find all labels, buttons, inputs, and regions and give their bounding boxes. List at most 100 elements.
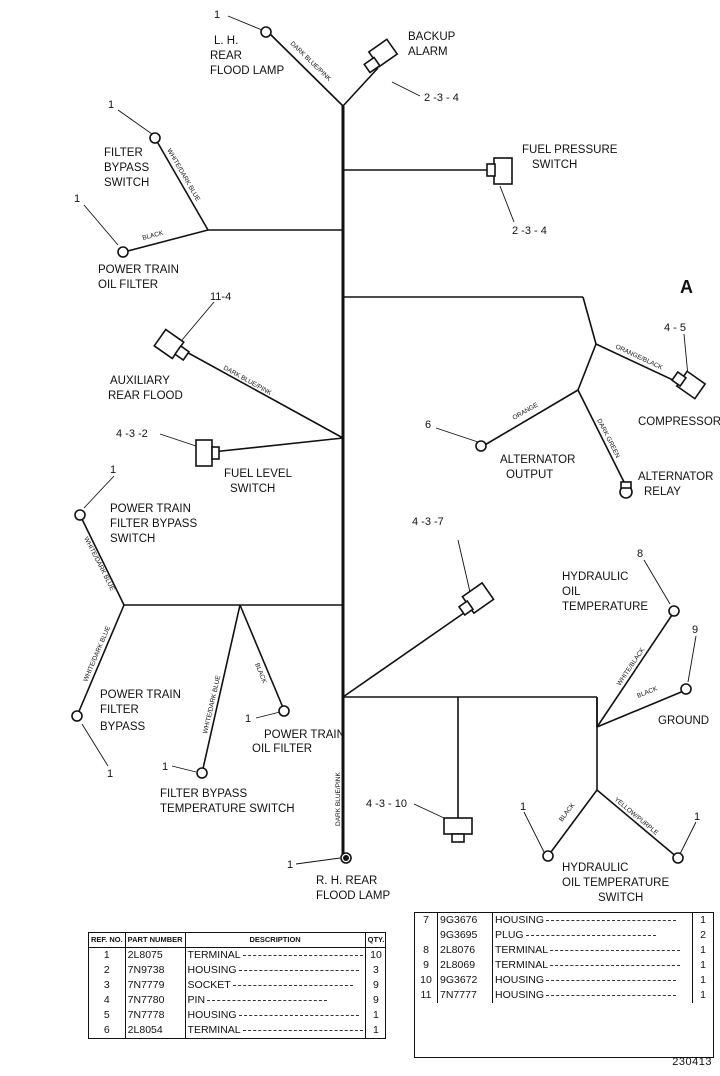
desc-text: SOCKET bbox=[187, 979, 231, 991]
ref-number: 1 bbox=[245, 713, 251, 725]
leader-line bbox=[159, 433, 197, 447]
cell-part: 7N7777 bbox=[437, 988, 493, 1003]
leader-line bbox=[499, 185, 515, 223]
cell-part: 9G3672 bbox=[437, 973, 493, 988]
backup-alarm: BACKUP ALARM 2 -3 - 4 bbox=[408, 31, 459, 104]
ref-number: 1 bbox=[287, 859, 293, 871]
component-label: GROUND bbox=[658, 715, 709, 727]
leader-line bbox=[117, 109, 153, 135]
component-label: FILTER bbox=[104, 147, 143, 159]
connector-4-3-7: 4 -3 -7 bbox=[412, 516, 444, 528]
wire-label: WHITE/DARK BLUE bbox=[165, 148, 201, 204]
cell-qty: 3 bbox=[373, 964, 379, 976]
table-row: 9G3695 PLUG 2 bbox=[415, 928, 713, 943]
ref-number: 1 bbox=[110, 464, 116, 476]
component-label: R. H. REAR bbox=[316, 875, 377, 887]
figure-number: 230413 bbox=[672, 1056, 712, 1068]
ref-number: 11-4 bbox=[210, 291, 231, 303]
cell-desc: HOUSING bbox=[492, 913, 693, 928]
wire-pt-oil-lower bbox=[239, 604, 285, 711]
leader-line bbox=[83, 204, 119, 246]
wire-label: YELLOW/PURPLE bbox=[613, 796, 660, 837]
hyd-switch-right-terminal-icon bbox=[672, 852, 684, 864]
wire-pt-fb-switch bbox=[79, 514, 125, 606]
cell-desc: TERMINAL bbox=[492, 943, 693, 958]
component-label: OIL TEMPERATURE bbox=[562, 877, 669, 889]
ref-number: 9 bbox=[692, 624, 698, 636]
ref-number: 8 bbox=[637, 548, 643, 560]
dot-leader bbox=[242, 954, 363, 956]
wire-label: BLACK bbox=[636, 685, 659, 700]
cell-ref: 11 bbox=[415, 988, 438, 1003]
header-description: DESCRIPTION bbox=[185, 933, 366, 948]
ref-number: 4 -3 -7 bbox=[412, 516, 444, 528]
leader-line bbox=[227, 15, 263, 31]
component-label: FLOOD LAMP bbox=[316, 890, 390, 902]
component-label: RELAY bbox=[644, 486, 681, 498]
compressor-connector-icon bbox=[670, 370, 707, 400]
table-row: 7 9G3676 HOUSING 1 bbox=[415, 913, 713, 928]
table-row: 3 7N7779 SOCKET 9 bbox=[89, 978, 386, 993]
component-label: ALARM bbox=[408, 46, 448, 58]
desc-text: TERMINAL bbox=[187, 949, 241, 961]
cell-qty: 9 bbox=[373, 994, 379, 1006]
dot-leader bbox=[550, 949, 681, 951]
desc-text: HOUSING bbox=[187, 1009, 237, 1021]
fuel-pressure-connector-icon bbox=[486, 157, 513, 185]
ref-number: 4 -3 - 10 bbox=[366, 798, 407, 810]
component-label: OIL bbox=[562, 586, 581, 598]
ref-number: 4 - 5 bbox=[664, 322, 686, 334]
cell-qty: 1 bbox=[700, 989, 706, 1001]
leader-line bbox=[181, 301, 215, 341]
wire-ground bbox=[596, 689, 687, 728]
wire-conn-437 bbox=[342, 605, 475, 698]
cell-part: 2L8069 bbox=[437, 958, 493, 973]
component-label: FLOOD LAMP bbox=[210, 65, 284, 77]
pt-fb-terminal-icon bbox=[71, 710, 83, 722]
component-label: L. H. bbox=[214, 35, 238, 47]
leader-line bbox=[435, 427, 479, 443]
table-row: 1 2L8075 TERMINAL 10 bbox=[89, 947, 386, 963]
wire-label: BLACK bbox=[142, 229, 165, 241]
rh-flood-lamp-dot-icon bbox=[343, 855, 349, 861]
filter-bypass-terminal-icon bbox=[149, 132, 161, 144]
cell-qty: 1 bbox=[700, 974, 706, 986]
component-label: BYPASS bbox=[104, 162, 149, 174]
cell-part: 7N7778 bbox=[125, 1008, 186, 1023]
cell-qty: 10 bbox=[370, 949, 382, 961]
component-label: POWER TRAIN bbox=[110, 503, 191, 515]
component-label: SWITCH bbox=[104, 177, 149, 189]
wire-label: DARK BLUE/PINK bbox=[335, 772, 342, 826]
leader-line bbox=[83, 475, 115, 509]
connector-4-3-10-icon bbox=[443, 817, 473, 843]
table-row: 8 2L8076 TERMINAL 1 bbox=[415, 943, 713, 958]
ref-number: 2 -3 - 4 bbox=[424, 92, 459, 104]
component-label: BYPASS bbox=[100, 721, 145, 733]
wire-pt-fb bbox=[76, 604, 125, 717]
wire-alt-output bbox=[482, 389, 579, 447]
component-label: SWITCH bbox=[230, 483, 275, 495]
dot-leader bbox=[232, 984, 353, 986]
dot-leader bbox=[238, 969, 359, 971]
component-label: ALTERNATOR bbox=[500, 454, 575, 466]
desc-text: PIN bbox=[187, 994, 206, 1006]
cell-part: 7N7780 bbox=[125, 993, 186, 1008]
cell-part: 7N7779 bbox=[125, 978, 186, 993]
hyd-oil-temp-terminal-icon bbox=[668, 605, 680, 617]
cell-desc: TERMINAL bbox=[185, 1023, 366, 1038]
section-letter: A bbox=[680, 277, 693, 297]
component-label: SWITCH bbox=[110, 533, 155, 545]
hydraulic-oil-temperature: 8 HYDRAULIC OIL TEMPERATURE bbox=[562, 548, 648, 613]
fuel-level-connector-icon bbox=[195, 439, 220, 467]
desc-text: PLUG bbox=[495, 929, 524, 941]
dot-leader bbox=[546, 979, 677, 981]
pt-oil-filter-terminal-icon bbox=[117, 246, 129, 258]
rh-rear-flood-lamp: 1 R. H. REAR FLOOD LAMP bbox=[287, 859, 390, 902]
alternator-relay-icon bbox=[619, 481, 633, 499]
lh-flood-lamp-terminal-icon bbox=[260, 26, 272, 38]
cell-qty: 1 bbox=[373, 1024, 379, 1036]
component-label: POWER TRAIN bbox=[264, 729, 345, 741]
connector-4-3-7-icon bbox=[457, 581, 495, 617]
ref-number: 1 bbox=[162, 761, 168, 773]
